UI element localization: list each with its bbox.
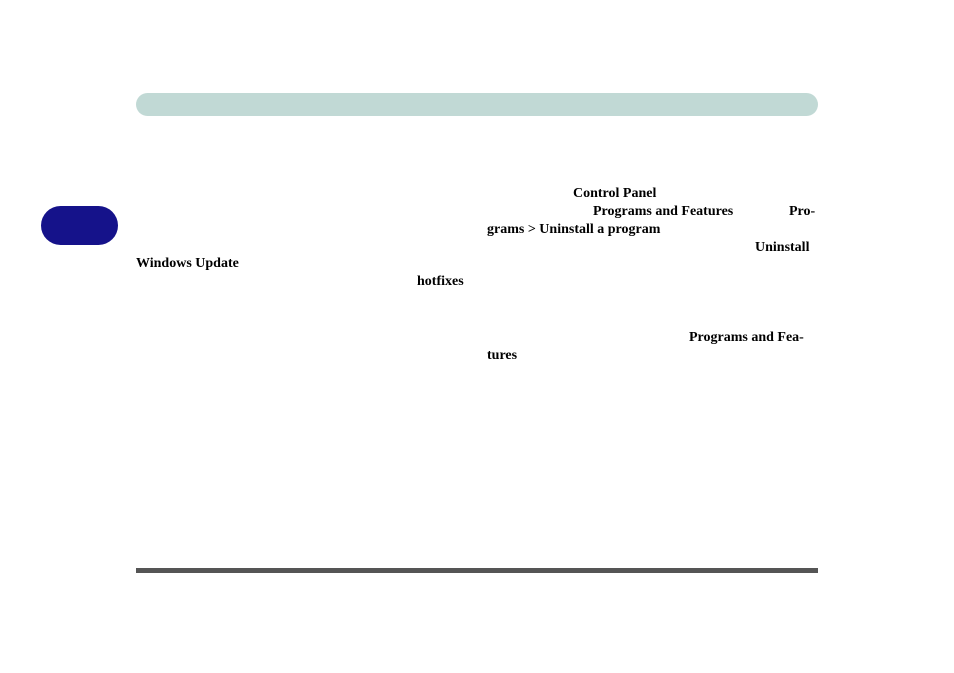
- text-programs-uninstall-path: grams > Uninstall a program: [487, 222, 661, 237]
- footer-rule: [136, 568, 818, 573]
- text-tures: tures: [487, 348, 518, 363]
- header-bar: [136, 93, 818, 116]
- text-programs-and-features: Programs and Features: [593, 204, 734, 219]
- text-programs-and-fea: Programs and Fea-: [689, 330, 804, 345]
- chapter-tab: [41, 206, 118, 245]
- text-pro-hyphen: Pro-: [789, 204, 816, 219]
- text-control-panel: Control Panel: [573, 186, 657, 201]
- text-uninstall: Uninstall: [755, 240, 810, 255]
- text-hotfixes: hotfixes: [417, 274, 464, 289]
- text-windows-update: Windows Update: [136, 256, 239, 271]
